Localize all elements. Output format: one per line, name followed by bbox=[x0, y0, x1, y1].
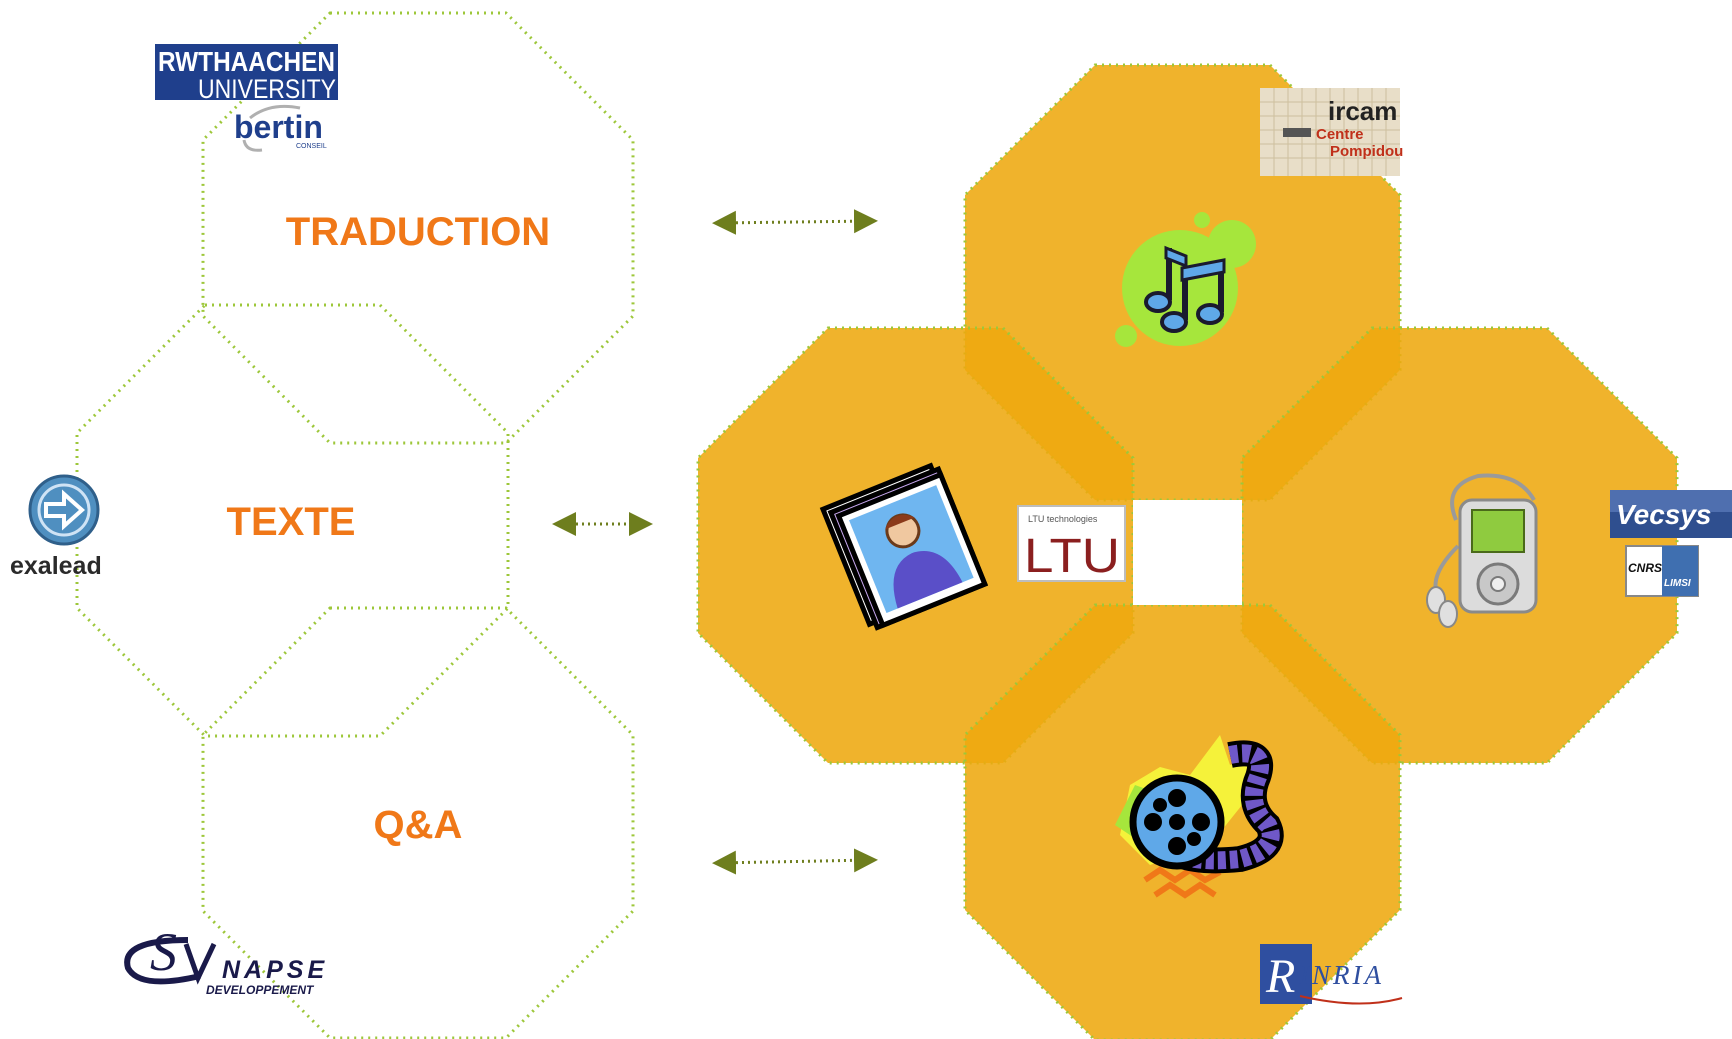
qa-label: Q&A bbox=[374, 803, 463, 847]
audio-player-icon bbox=[1426, 473, 1538, 628]
text-octagon-group: TRADUCTION TEXTE Q&A bbox=[75, 11, 635, 1039]
bertin-sub: CONSEIL bbox=[296, 143, 327, 150]
center-gap bbox=[1133, 500, 1242, 605]
photo-image-icon bbox=[819, 462, 989, 631]
exalead-text: exalead bbox=[10, 552, 102, 580]
traduction-label: TRADUCTION bbox=[286, 210, 550, 254]
ircam-centre: Centre bbox=[1316, 126, 1364, 143]
rwth-line2: UNIVERSITY bbox=[198, 74, 336, 104]
cnrs-limsi-logo: CNRS LIMSI bbox=[1625, 545, 1699, 597]
synapse-s-mark: S bbox=[150, 922, 177, 982]
bertin-logo: bertin CONSEIL bbox=[234, 104, 327, 152]
qa-octagon bbox=[201, 606, 635, 1039]
cnrs-text: CNRS bbox=[1628, 561, 1662, 575]
synapse-sub: DEVELOPPEMENT bbox=[206, 983, 315, 997]
vecsys-logo: Vecsys bbox=[1610, 490, 1732, 538]
inria-logo: R INRIA bbox=[1260, 944, 1403, 1005]
synapse-main: NAPSE bbox=[222, 956, 328, 984]
vecsys-text: Vecsys bbox=[1616, 499, 1712, 530]
film-reel-icon bbox=[1115, 735, 1284, 899]
rwth-line1: RWTHAACHEN bbox=[158, 46, 335, 77]
rwth-aachen-logo: RWTHAACHEN UNIVERSITY bbox=[155, 44, 338, 104]
traduction-octagon bbox=[201, 11, 635, 445]
synapse-logo: S NAPSE DEVELOPPEMENT bbox=[124, 922, 328, 997]
arrow-group bbox=[552, 209, 878, 875]
limsi-text: LIMSI bbox=[1664, 578, 1691, 589]
qa-arrow bbox=[712, 848, 878, 875]
ltu-header: LTU technologies bbox=[1028, 514, 1098, 524]
inria-text: INRIA bbox=[1299, 960, 1384, 990]
exalead-logo: exalead bbox=[10, 474, 102, 580]
ircam-text: ircam bbox=[1328, 96, 1397, 126]
ircam-pompidou: Pompidou bbox=[1330, 143, 1403, 160]
bertin-text: bertin bbox=[234, 109, 323, 145]
texte-label: TEXTE bbox=[227, 500, 356, 544]
ltu-mark: LTU bbox=[1024, 530, 1120, 583]
ltu-logo: LTU technologies LTU bbox=[1017, 505, 1126, 583]
ircam-logo: ircam Centre Pompidou bbox=[1260, 88, 1403, 176]
inria-r-mark: R bbox=[1265, 950, 1295, 1003]
music-notes-icon bbox=[1115, 212, 1256, 347]
traduction-arrow bbox=[712, 209, 878, 235]
